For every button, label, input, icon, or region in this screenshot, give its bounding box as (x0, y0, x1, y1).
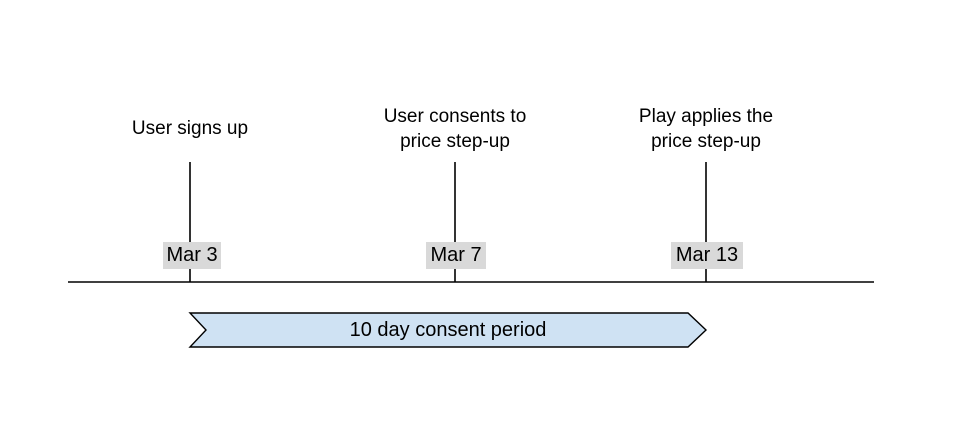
consent-period-label: 10 day consent period (349, 319, 547, 341)
consent-period-arrow (188, 312, 708, 348)
date-chip-signup: Mar 3 (163, 242, 221, 269)
event-label-consent: User consents to price step-up (383, 106, 527, 152)
date-chip-consent: Mar 7 (426, 242, 486, 269)
event-label-apply: Play applies the price step-up (638, 106, 774, 152)
event-label-signup: User signs up (131, 118, 249, 139)
date-chip-apply: Mar 13 (671, 242, 743, 269)
